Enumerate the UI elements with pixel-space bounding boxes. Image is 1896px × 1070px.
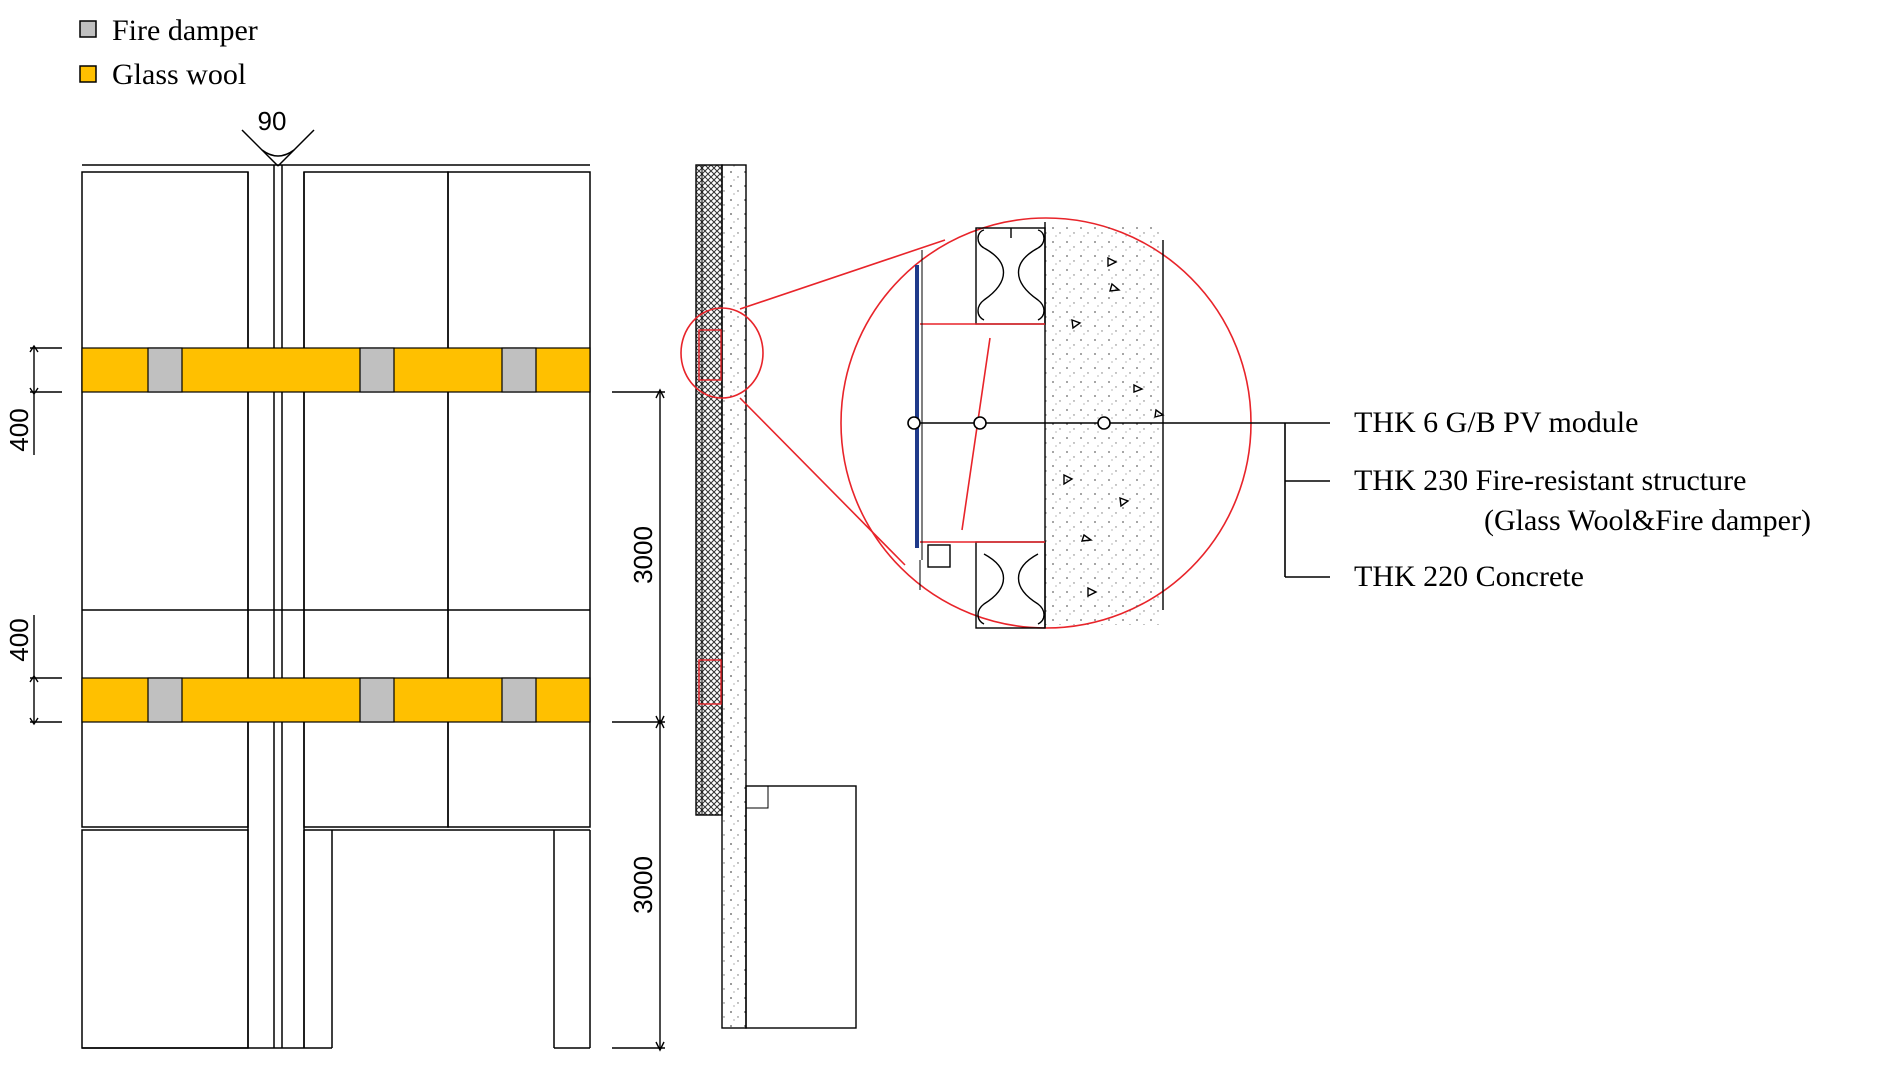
fire-damper-swatch bbox=[79, 20, 97, 38]
detail-marker-small bbox=[680, 307, 764, 399]
callout-leaders bbox=[907, 416, 1330, 578]
magnified-detail bbox=[915, 222, 1165, 629]
left-dimensions bbox=[29, 344, 62, 726]
floor-slab bbox=[745, 785, 857, 1029]
concrete-label: THK 220 Concrete bbox=[1354, 560, 1584, 593]
glass-wool-legend-label: Glass wool bbox=[112, 58, 246, 91]
right-dimensions bbox=[612, 388, 665, 1052]
concrete-wall-section bbox=[721, 164, 747, 1029]
fire-damper bbox=[359, 677, 395, 723]
fire-damper bbox=[501, 347, 537, 393]
front-elevation bbox=[81, 164, 591, 1049]
band-height-bottom-label: 400 bbox=[4, 618, 34, 661]
fire-resistant-sub-label: (Glass Wool&Fire damper) bbox=[1484, 504, 1811, 537]
panel-left-top bbox=[81, 171, 249, 828]
fire-damper-legend-label: Fire damper bbox=[112, 14, 258, 47]
pv-module-label: THK 6 G/B PV module bbox=[1354, 406, 1638, 439]
panel-right-a bbox=[303, 171, 449, 828]
glass-wool-swatch bbox=[79, 65, 97, 83]
panel-right-b bbox=[447, 171, 591, 828]
detail-callout bbox=[680, 217, 1252, 629]
angle-label: 90 bbox=[258, 106, 287, 136]
fire-band-upper bbox=[81, 347, 591, 393]
callout-node-fire bbox=[973, 416, 987, 430]
fire-damper bbox=[501, 677, 537, 723]
legend: Fire damper Glass wool bbox=[79, 14, 258, 91]
fire-resistant-label: THK 230 Fire-resistant structure bbox=[1354, 464, 1746, 497]
angle-marker bbox=[241, 129, 315, 167]
panel-left-bottom bbox=[81, 829, 249, 1049]
pv-layer-section bbox=[695, 164, 723, 816]
callout-node-concrete bbox=[1097, 416, 1111, 430]
fire-damper bbox=[147, 347, 183, 393]
floor-height-upper-label: 3000 bbox=[628, 526, 658, 584]
fire-band-lower bbox=[81, 677, 591, 723]
fire-band-section-mark bbox=[698, 659, 722, 705]
fire-band-section-mark bbox=[698, 329, 722, 381]
fire-damper bbox=[359, 347, 395, 393]
fire-damper bbox=[147, 677, 183, 723]
callout-node-pv bbox=[907, 416, 921, 430]
floor-height-lower-label: 3000 bbox=[628, 856, 658, 914]
band-height-top-label: 400 bbox=[4, 408, 34, 451]
section-view bbox=[695, 164, 857, 1029]
